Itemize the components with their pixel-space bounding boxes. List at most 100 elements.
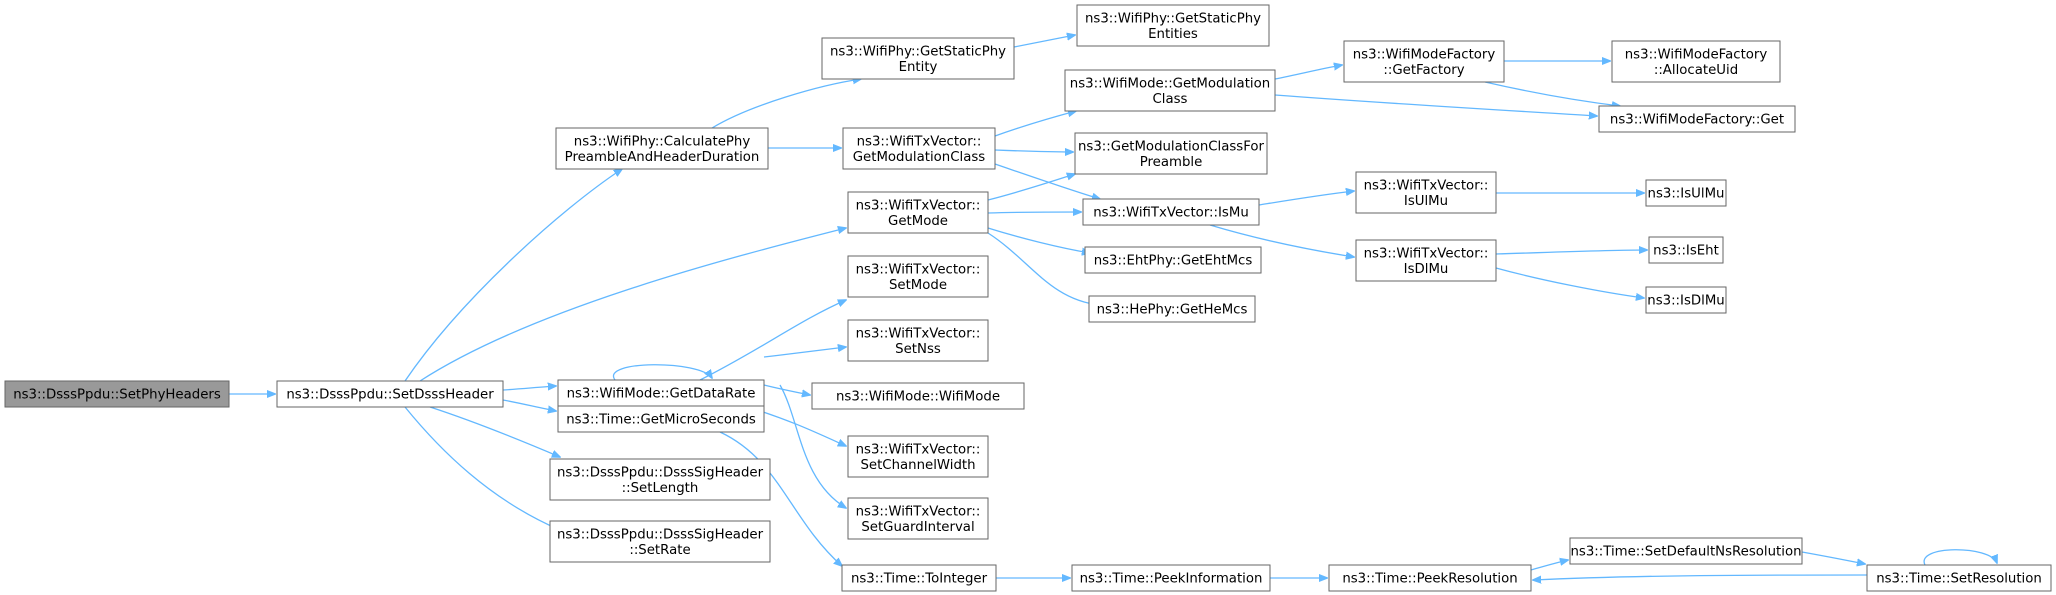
node-n26[interactable]: ns3::WifiMode::WifiMode [811,382,1025,410]
node-n24[interactable]: ns3::WifiTxVector::SetMode [847,255,989,298]
node-box[interactable] [1343,40,1505,83]
node-label: SetNss [895,342,941,357]
node-n20[interactable]: ns3::IsEht [1648,236,1724,264]
node-label: ns3::GetModulationClassFor [1078,139,1265,154]
node-box[interactable] [1598,105,1796,133]
node-box[interactable] [1645,179,1727,207]
node-label: IsDlMu [1404,262,1449,277]
node-n2[interactable]: ns3::WifiPhy::CalculatePhyPreambleAndHea… [555,127,769,170]
node-label: ns3::IsUlMu [1648,187,1725,202]
node-n16[interactable]: ns3::WifiModeFactory::AllocateUid [1611,40,1781,83]
node-n3[interactable]: ns3::WifiTxVector::GetMode [847,191,989,234]
node-box[interactable] [847,435,989,478]
node-n1[interactable]: ns3::DsssPpdu::SetDsssHeader [276,380,504,408]
node-box[interactable] [555,127,769,170]
edge-n3-to-n23 [987,232,1100,305]
node-box[interactable] [841,564,997,592]
node-box[interactable] [1064,69,1276,112]
node-box[interactable] [549,458,771,501]
node-n5[interactable]: ns3::Time::GetMicroSeconds [557,405,765,433]
node-box[interactable] [1569,537,1803,565]
node-box[interactable] [1645,286,1727,314]
node-label: ns3::Time::ToInteger [851,572,988,587]
node-n29[interactable]: ns3::Time::ToInteger [841,564,997,592]
node-label: ns3::IsDlMu [1647,294,1724,309]
node-box[interactable] [549,520,771,563]
node-box[interactable] [847,319,989,362]
node-box[interactable] [1328,564,1532,592]
node-n30[interactable]: ns3::Time::PeekInformation [1071,564,1271,592]
node-label: ns3::DsssPpdu::DsssSigHeader [557,527,764,542]
node-n32[interactable]: ns3::Time::SetDefaultNsResolution [1569,537,1803,565]
node-label: ns3::Time::PeekResolution [1342,572,1517,587]
node-box[interactable] [842,127,996,170]
edge-n1-to-n3 [419,228,846,382]
node-box[interactable] [1071,564,1271,592]
node-n17[interactable]: ns3::WifiTxVector::IsUlMu [1355,171,1497,214]
node-n28[interactable]: ns3::WifiTxVector::SetGuardInterval [847,497,989,540]
node-label: ns3::WifiTxVector:: [856,326,981,341]
node-box[interactable] [1084,246,1262,274]
edge-n4-to-n25 [763,347,846,358]
node-box[interactable] [821,37,1015,80]
node-box[interactable] [847,255,989,298]
node-n33[interactable]: ns3::Time::SetResolution [1866,564,2052,592]
node-box[interactable] [811,382,1025,410]
node-n22[interactable]: ns3::EhtPhy::GetEhtMcs [1084,246,1262,274]
node-n27[interactable]: ns3::WifiTxVector::SetChannelWidth [847,435,989,478]
node-box[interactable] [1648,236,1724,264]
edge-n18-to-n20 [1495,250,1647,255]
node-box[interactable] [1611,40,1781,83]
node-label: ns3::DsssPpdu::DsssSigHeader [557,465,764,480]
node-label: ns3::WifiModeFactory [1353,47,1496,62]
node-box[interactable] [847,497,989,540]
node-label: ns3::WifiModeFactory [1625,47,1768,62]
edge-n33-to-n31 [1533,574,1868,580]
node-n0[interactable]: ns3::DsssPpdu::SetPhyHeaders [4,380,230,408]
node-box[interactable] [847,191,989,234]
node-n4[interactable]: ns3::WifiMode::GetDataRate [557,379,765,407]
node-label: ns3::WifiPhy::GetStaticPhy [830,44,1006,59]
edge-n8-to-n10 [1013,35,1075,48]
node-label: ::SetRate [629,543,690,558]
node-box[interactable] [1076,4,1270,47]
node-n25[interactable]: ns3::WifiTxVector::SetNss [847,319,989,362]
edge-n4-to-n4 [612,364,712,381]
node-label: IsUlMu [1404,194,1448,209]
node-label: Class [1153,92,1188,107]
node-box[interactable] [4,380,230,408]
node-n15[interactable]: ns3::WifiModeFactory::Get [1598,105,1796,133]
node-n11[interactable]: ns3::WifiMode::GetModulationClass [1064,69,1276,112]
node-n13[interactable]: ns3::WifiTxVector::IsMu [1082,198,1260,226]
node-label: ns3::Time::GetMicroSeconds [566,413,756,428]
node-box[interactable] [1088,295,1256,323]
node-n9[interactable]: ns3::WifiTxVector::GetModulationClass [842,127,996,170]
node-box[interactable] [1074,132,1268,175]
node-label: Preamble [1140,155,1203,170]
node-label: ns3::WifiPhy::GetStaticPhy [1085,11,1261,26]
node-n14[interactable]: ns3::WifiModeFactory::GetFactory [1343,40,1505,83]
node-n7[interactable]: ns3::DsssPpdu::DsssSigHeader::SetRate [549,520,771,563]
node-label: ns3::WifiMode::GetDataRate [567,387,756,402]
node-box[interactable] [1866,564,2052,592]
node-box[interactable] [1355,171,1497,214]
node-n18[interactable]: ns3::WifiTxVector::IsDlMu [1355,239,1497,282]
node-box[interactable] [1082,198,1260,226]
edge-n4-to-n28 [779,384,846,508]
node-n23[interactable]: ns3::HePhy::GetHeMcs [1088,295,1256,323]
edge-n13-to-n17 [1258,191,1354,206]
node-n21[interactable]: ns3::IsDlMu [1645,286,1727,314]
node-n31[interactable]: ns3::Time::PeekResolution [1328,564,1532,592]
edge-n3-to-n22 [987,227,1090,253]
edge-n14-to-n15 [1484,81,1620,106]
edge-n1-to-n5 [502,399,556,411]
node-box[interactable] [276,380,504,408]
node-n6[interactable]: ns3::DsssPpdu::DsssSigHeader::SetLength [549,458,771,501]
node-n19[interactable]: ns3::IsUlMu [1645,179,1727,207]
node-box[interactable] [557,379,765,407]
node-box[interactable] [1355,239,1497,282]
node-box[interactable] [557,405,765,433]
